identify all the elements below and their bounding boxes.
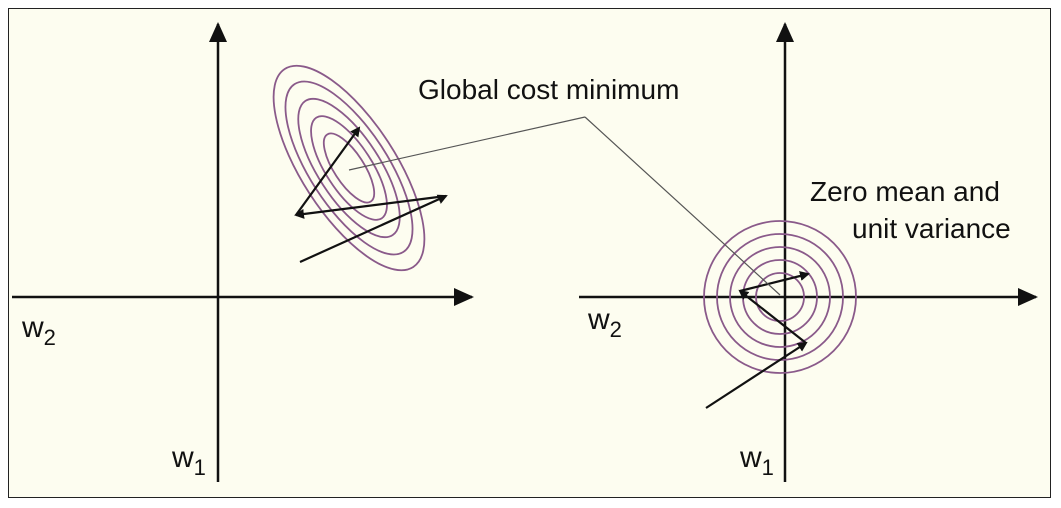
left-step-1 xyxy=(299,194,448,264)
right-step-2 xyxy=(738,289,807,344)
right-step-3 xyxy=(739,271,810,293)
zero-mean-label-line2: unit variance xyxy=(852,213,1011,244)
right-step-1 xyxy=(705,341,808,409)
diagram-frame xyxy=(8,8,1051,498)
global-minimum-leaders xyxy=(348,116,781,296)
right-w2-label: w2 xyxy=(587,303,622,342)
right-panel: w2 w1 xyxy=(579,22,1038,482)
left-w2-label: w2 xyxy=(21,311,56,350)
right-contours xyxy=(703,220,857,374)
left-contours xyxy=(272,64,426,272)
zero-mean-label-line1: Zero mean and xyxy=(810,176,1000,207)
left-w1-label: w1 xyxy=(171,441,206,480)
left-panel: w2 w1 xyxy=(12,22,474,482)
global-minimum-label: Global cost minimum xyxy=(418,74,679,105)
left-step-2 xyxy=(294,194,447,219)
leader-to-right-minimum xyxy=(584,116,781,296)
right-w1-label: w1 xyxy=(739,441,774,480)
leader-to-left-minimum xyxy=(348,116,586,171)
left-descent-path xyxy=(294,126,448,264)
right-descent-path xyxy=(705,271,810,409)
left-step-3 xyxy=(295,126,361,216)
